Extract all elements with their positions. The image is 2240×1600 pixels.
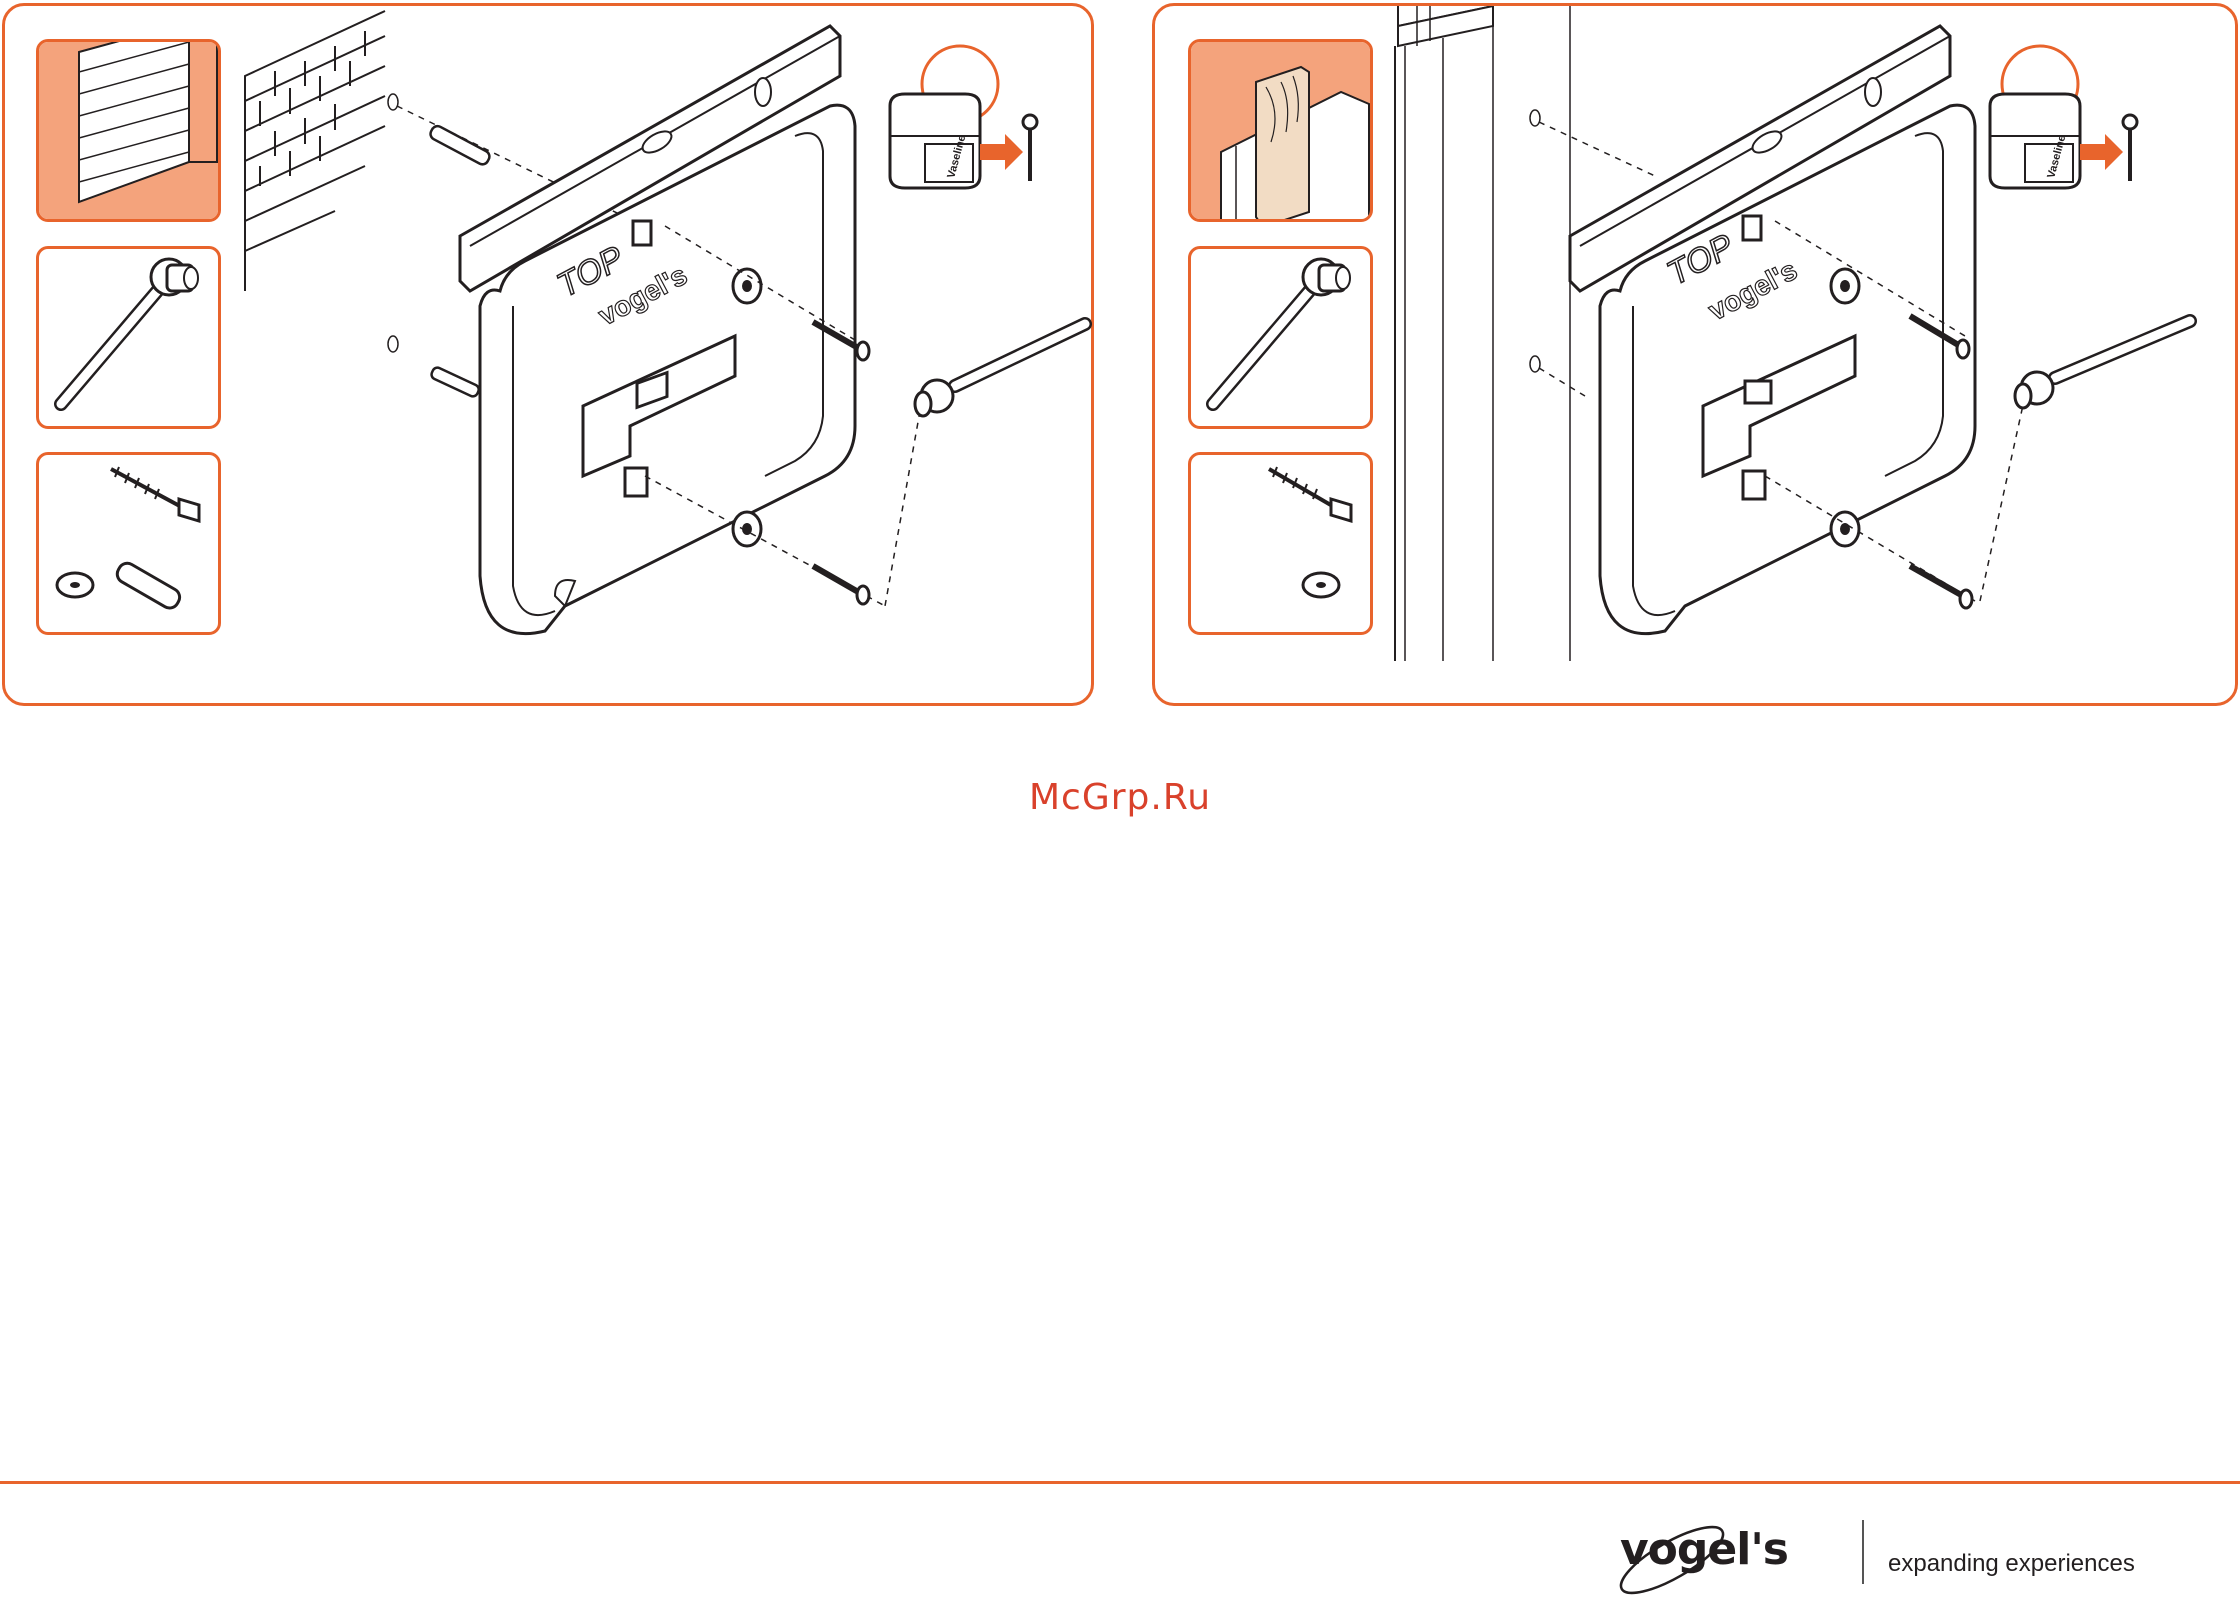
- lag-screw-bottom: [813, 566, 869, 604]
- drywall-drawing: [1395, 6, 1570, 661]
- wall-plug-bottom: [430, 366, 480, 398]
- watermark-text: McGrp.Ru: [0, 777, 2240, 818]
- right-mounting-illustration: TOP vogel's: [1155, 6, 2240, 709]
- vaseline-jar-drawing: Vaseline: [890, 46, 1037, 188]
- wall-plate: TOP vogel's: [460, 26, 855, 634]
- ratchet-wrench-drawing: [915, 324, 1085, 416]
- footer-rule: [0, 1481, 2240, 1484]
- instruction-panel-stud-wall: TOP vogel's: [1152, 3, 2238, 706]
- left-mounting-illustration: TOP vogel's: [5, 6, 1097, 709]
- brand-divider: [1862, 1520, 1864, 1584]
- instruction-panel-solid-wall: TOP vogel's: [2, 3, 1094, 706]
- brand-logo: vogel's: [1620, 1524, 1788, 1575]
- brand-tagline: expanding experiences: [1888, 1550, 2135, 1578]
- wall-plug-top: [428, 124, 491, 166]
- wall-plate: TOP vogel's: [1570, 26, 1975, 634]
- brand-footer: vogel's expanding experiences: [1620, 1520, 2160, 1600]
- vaseline-jar-drawing: Vaseline: [1990, 46, 2137, 188]
- ratchet-wrench-drawing: [2015, 321, 2190, 408]
- lag-screw-bottom: [1910, 566, 1972, 608]
- brick-wall-drawing: [245, 11, 385, 291]
